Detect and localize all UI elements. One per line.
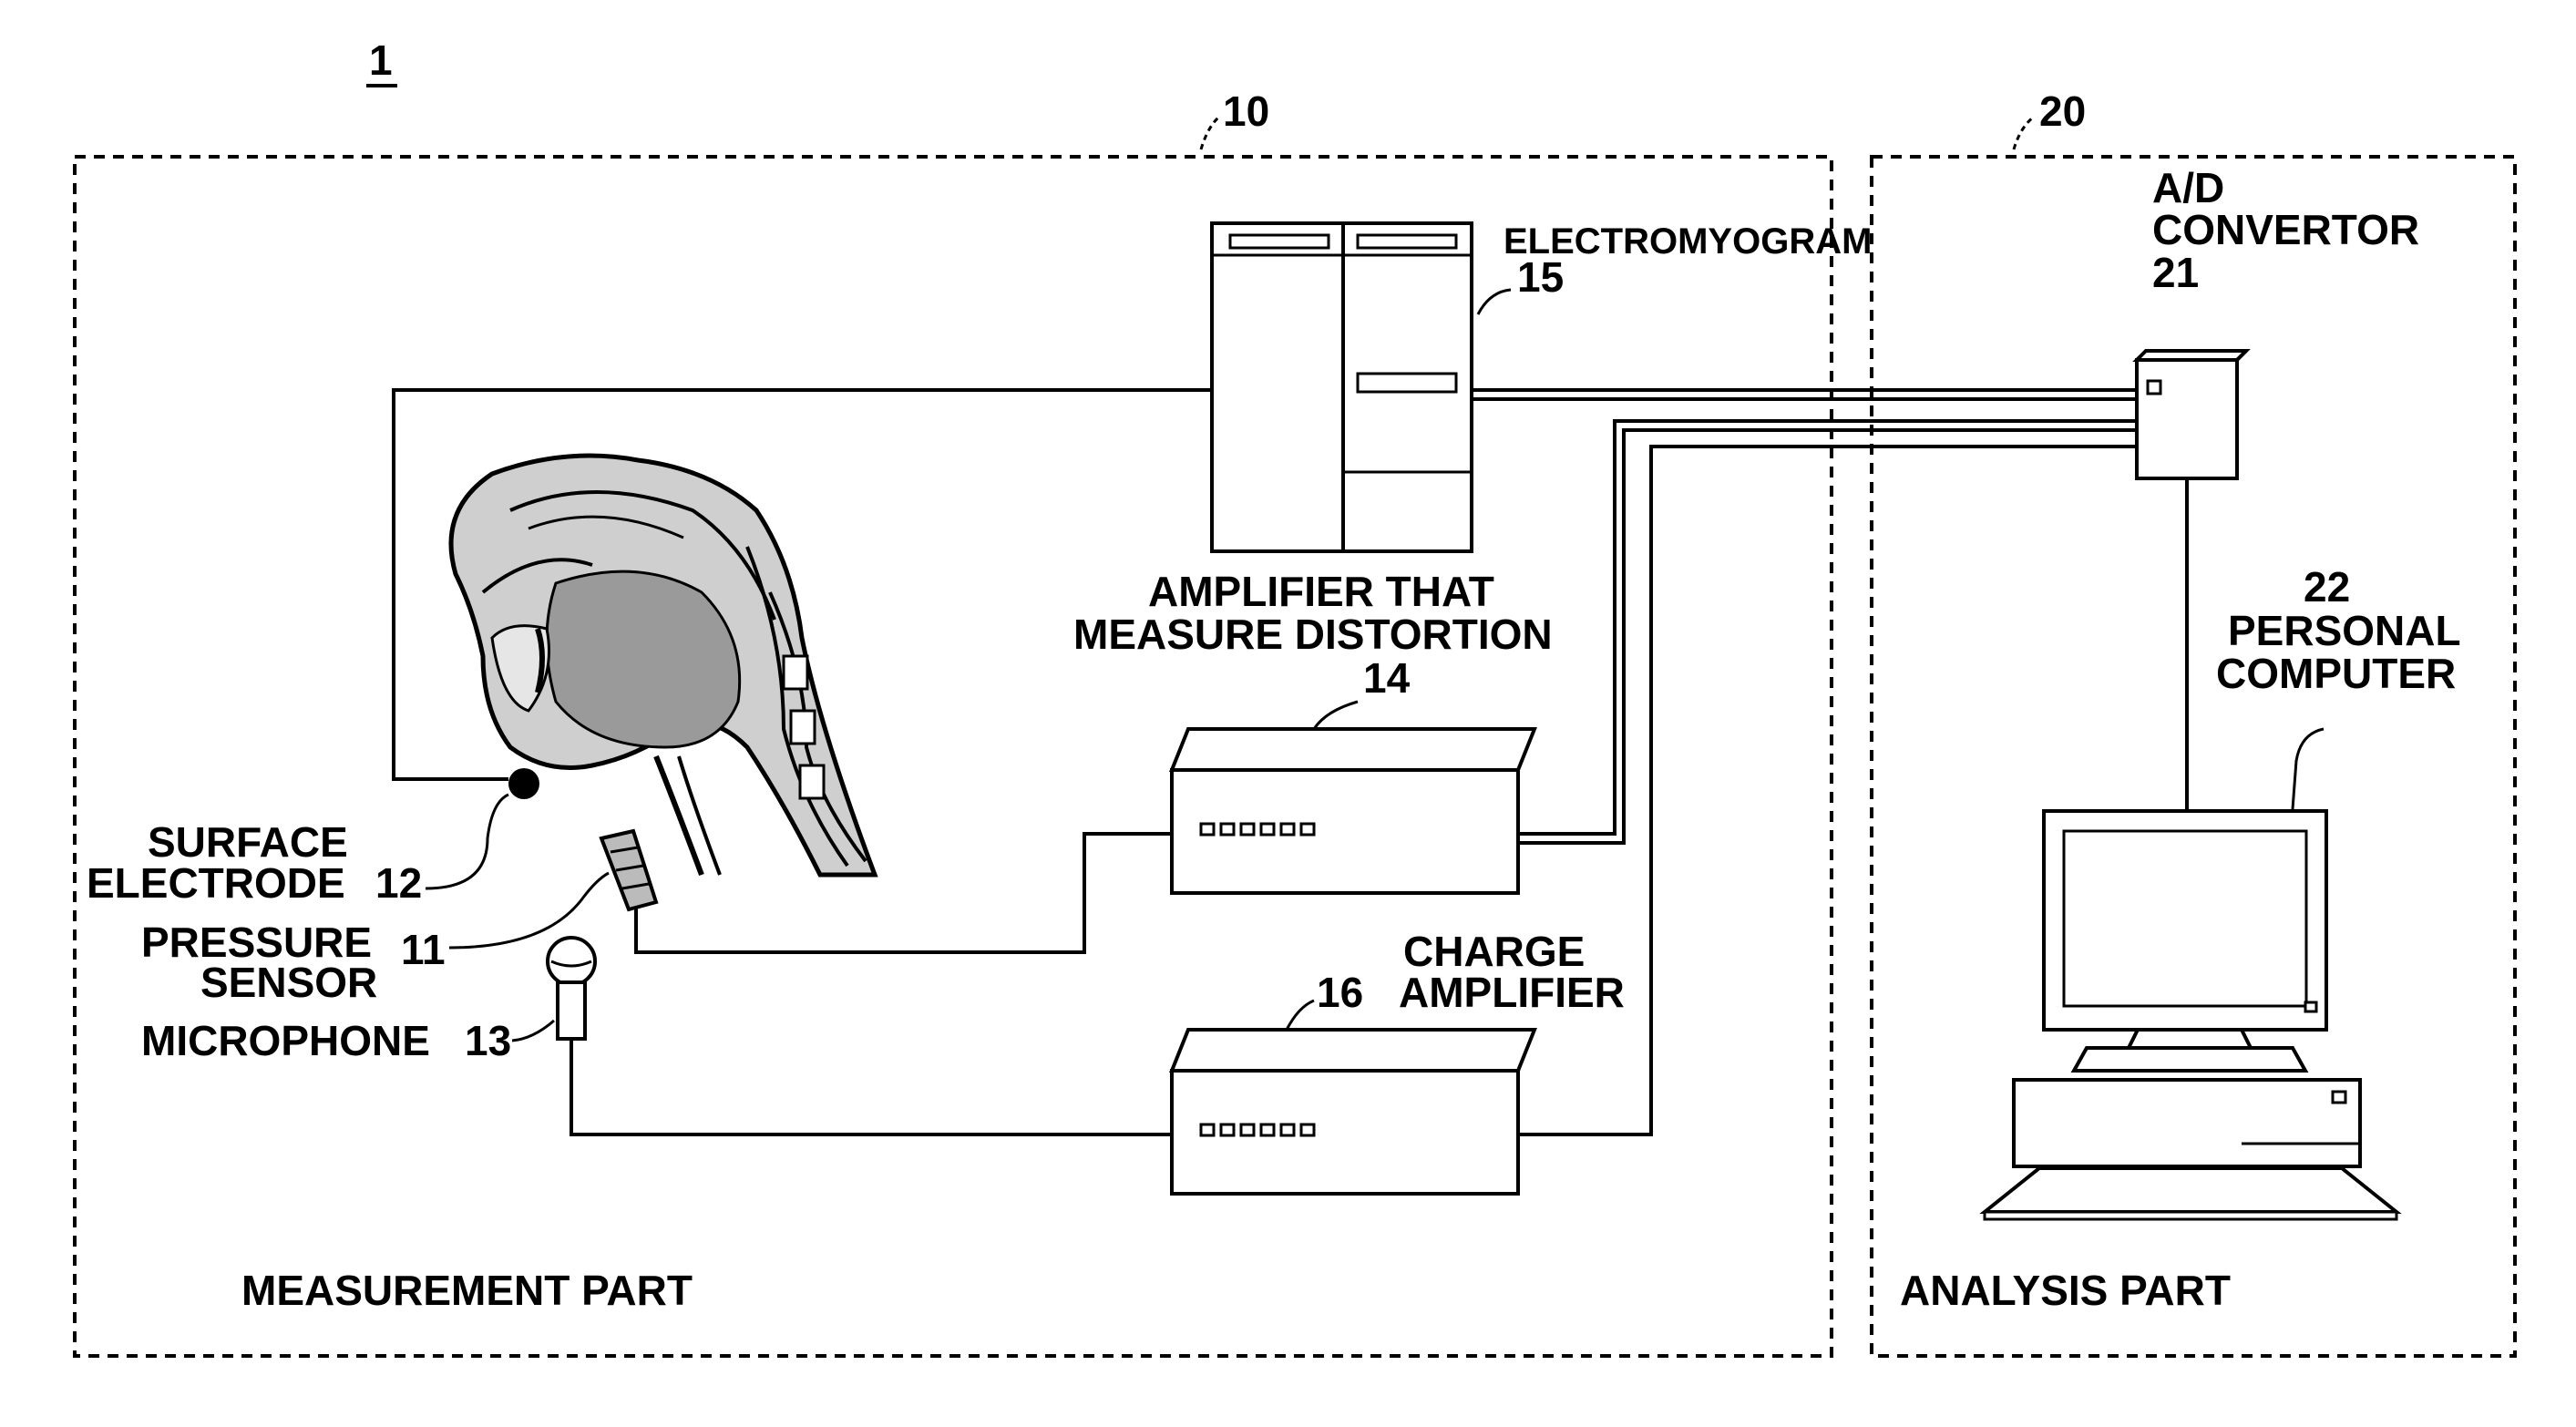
ad-convertor-device — [2137, 351, 2246, 478]
wire-pressure-to-amp — [636, 834, 1172, 952]
pressure-sensor-ref: 11 — [401, 926, 446, 973]
microphone-ref: 13 — [465, 1017, 511, 1064]
personal-computer-device — [1985, 811, 2396, 1219]
microphone-device — [548, 938, 595, 1039]
figure-number: 1 — [369, 36, 393, 84]
distortion-amplifier-label-line1: AMPLIFIER THAT — [1148, 568, 1494, 615]
surface-electrode-leader — [426, 795, 508, 888]
charge-amplifier-ref: 16 — [1317, 969, 1363, 1016]
charge-amplifier-label-line2: AMPLIFIER — [1399, 969, 1625, 1016]
charge-amplifier-leader — [1287, 1001, 1314, 1030]
ad-convertor-ref: 21 — [2152, 249, 2199, 296]
electromyogram-device — [1212, 223, 1472, 551]
analysis-part-label: ANALYSIS PART — [1900, 1267, 2231, 1314]
pressure-sensor-label-line2: SENSOR — [200, 959, 377, 1006]
pressure-sensor-leader — [449, 873, 609, 948]
personal-computer-label-line2: COMPUTER — [2216, 650, 2456, 697]
pressure-sensor-device — [601, 831, 656, 909]
measurement-part-ref: 10 — [1223, 87, 1269, 135]
microphone-leader — [512, 1021, 554, 1041]
distortion-amplifier-device — [1172, 729, 1534, 893]
ad-convertor-label-line1: A/D — [2152, 164, 2224, 211]
analysis-part-leader — [2014, 117, 2034, 149]
surface-electrode-dot — [508, 768, 539, 799]
surface-electrode-ref: 12 — [375, 859, 422, 907]
analysis-part-ref: 20 — [2039, 87, 2086, 135]
charge-amplifier-device — [1172, 1030, 1534, 1194]
personal-computer-ref: 22 — [2304, 563, 2350, 611]
wire-mic-to-charge — [571, 1039, 1172, 1134]
distortion-amplifier-label-line2: MEASURE DISTORTION — [1073, 611, 1553, 658]
distortion-amplifier-leader — [1314, 702, 1358, 729]
personal-computer-label-line1: PERSONAL — [2228, 607, 2461, 654]
electromyogram-leader — [1478, 290, 1511, 314]
personal-computer-leader — [2293, 729, 2324, 809]
ad-convertor-label-line2: CONVERTOR — [2152, 206, 2419, 253]
microphone-label: MICROPHONE — [141, 1017, 430, 1064]
head-cross-section — [451, 456, 875, 875]
measurement-part-label: MEASUREMENT PART — [241, 1267, 693, 1314]
distortion-amplifier-ref: 14 — [1363, 654, 1411, 702]
electromyogram-ref: 15 — [1517, 253, 1564, 301]
wire-amp-to-ad-a — [1518, 421, 2137, 834]
wire-amp-to-ad-b — [1518, 430, 2137, 843]
measurement-part-leader — [1201, 117, 1219, 149]
surface-electrode-label-line2: ELECTRODE — [87, 859, 345, 907]
measurement-part-box — [75, 157, 1832, 1356]
